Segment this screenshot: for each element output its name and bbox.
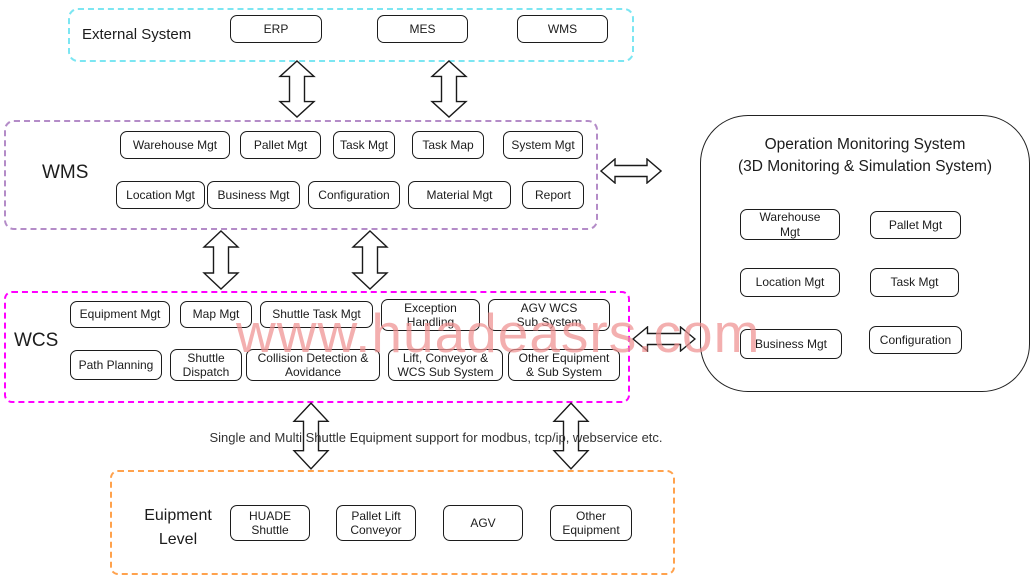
agv-wcs-sub-system-box: AGV WCS Sub System <box>488 299 610 331</box>
map-mgt-box: Map Mgt <box>180 301 252 328</box>
system-mgt-box: System Mgt <box>503 131 583 159</box>
equipment-level-container: Euipment Level <box>110 470 675 575</box>
exception-handling-box: Exception Handling <box>381 299 480 331</box>
double-arrow-horizontal-wcs-oms <box>632 326 696 352</box>
oms-configuration-box: Configuration <box>869 326 962 354</box>
material-mgt-box: Material Mgt <box>408 181 511 209</box>
erp-box: ERP <box>230 15 322 43</box>
equipment-mgt-box: Equipment Mgt <box>70 301 170 328</box>
huade-shuttle-box: HUADE Shuttle <box>230 505 310 541</box>
wms-label: WMS <box>42 162 89 183</box>
double-arrow-vertical-wms-wcs-right <box>351 230 389 290</box>
shuttle-dispatch-box: Shuttle Dispatch <box>170 349 242 381</box>
report-box: Report <box>522 181 584 209</box>
path-planning-box: Path Planning <box>70 350 162 380</box>
protocol-support-note: Single and Multi Shuttle Equipment suppo… <box>209 430 663 445</box>
wcs-container: WCS <box>4 291 630 403</box>
warehouse-mgt-box: Warehouse Mgt <box>120 131 230 159</box>
double-arrow-vertical-external-wms-right <box>430 60 468 118</box>
external-system-container: External System <box>68 8 634 62</box>
double-arrow-horizontal-wms-oms <box>600 158 662 184</box>
location-mgt-box: Location Mgt <box>116 181 205 209</box>
wms-external-box: WMS <box>517 15 608 43</box>
external-system-label: External System <box>82 26 192 43</box>
oms-pallet-mgt-box: Pallet Mgt <box>870 211 961 239</box>
equipment-level-label: Euipment Level <box>144 507 212 548</box>
lift-conveyor-box: Lift, Conveyor & WCS Sub System <box>388 349 503 381</box>
double-arrow-vertical-wcs-equipment-left <box>292 402 330 470</box>
double-arrow-vertical-wms-wcs-left <box>202 230 240 290</box>
other-equipment-sub-system-box: Other Equipment & Sub System <box>508 349 620 381</box>
wms-container: WMS <box>4 120 598 230</box>
oms-task-mgt-box: Task Mgt <box>870 268 959 297</box>
shuttle-task-mgt-box: Shuttle Task Mgt <box>260 301 373 328</box>
mes-box: MES <box>377 15 468 43</box>
oms-business-mgt-box: Business Mgt <box>740 329 842 359</box>
oms-warehouse-mgt-box: Warehouse Mgt <box>740 209 840 240</box>
oms-title-line2: (3D Monitoring & Simulation System) <box>737 158 993 175</box>
pallet-lift-conveyor-box: Pallet Lift Conveyor <box>336 505 416 541</box>
task-mgt-box: Task Mgt <box>333 131 395 159</box>
double-arrow-vertical-wcs-equipment-right <box>552 402 590 470</box>
agv-box: AGV <box>443 505 523 541</box>
oms-title-line1: Operation Monitoring System <box>764 136 966 153</box>
oms-location-mgt-box: Location Mgt <box>740 268 840 297</box>
business-mgt-box: Business Mgt <box>207 181 300 209</box>
double-arrow-vertical-external-wms-left <box>278 60 316 118</box>
configuration-box: Configuration <box>308 181 400 209</box>
pallet-mgt-box: Pallet Mgt <box>240 131 321 159</box>
task-map-box: Task Map <box>412 131 484 159</box>
other-equipment-box: Other Equipment <box>550 505 632 541</box>
operation-monitoring-system-container: Operation Monitoring System (3D Monitori… <box>700 115 1030 392</box>
wcs-label: WCS <box>14 330 59 351</box>
collision-detection-box: Collision Detection & Aovidance <box>246 349 380 381</box>
